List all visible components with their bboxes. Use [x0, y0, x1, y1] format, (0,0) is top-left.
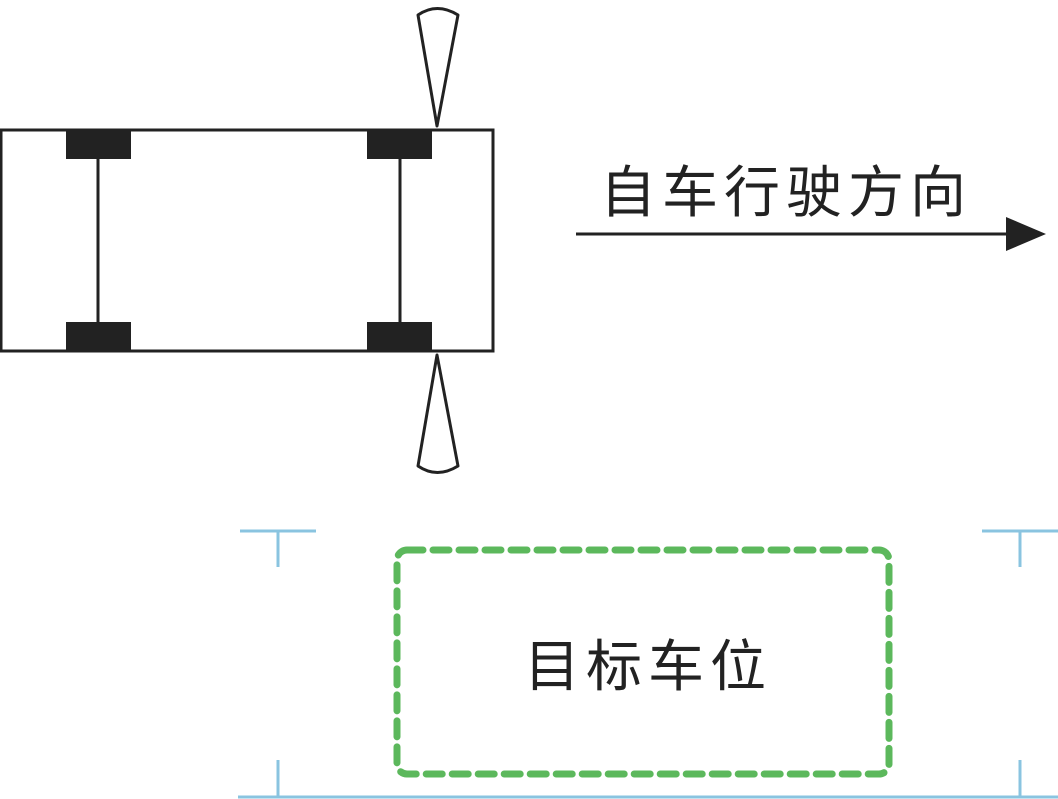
driving-direction-label: 自车行驶方向	[600, 161, 972, 226]
driving-direction-arrow	[576, 217, 1046, 251]
wheel-rear-top	[66, 130, 131, 159]
sensor-beam-bottom	[416, 353, 460, 474]
wheel-front-bottom	[367, 322, 432, 351]
arrow-head	[1006, 217, 1046, 251]
wheel-rear-bottom	[66, 322, 131, 351]
target-slot-label: 目标车位	[524, 635, 772, 700]
target-slot-border	[393, 546, 893, 778]
ego-vehicle	[0, 128, 495, 353]
sensor-beam-top	[416, 7, 460, 128]
parking-lines	[238, 529, 1058, 799]
vehicle-body	[0, 128, 495, 353]
wheel-front-top	[367, 130, 432, 159]
